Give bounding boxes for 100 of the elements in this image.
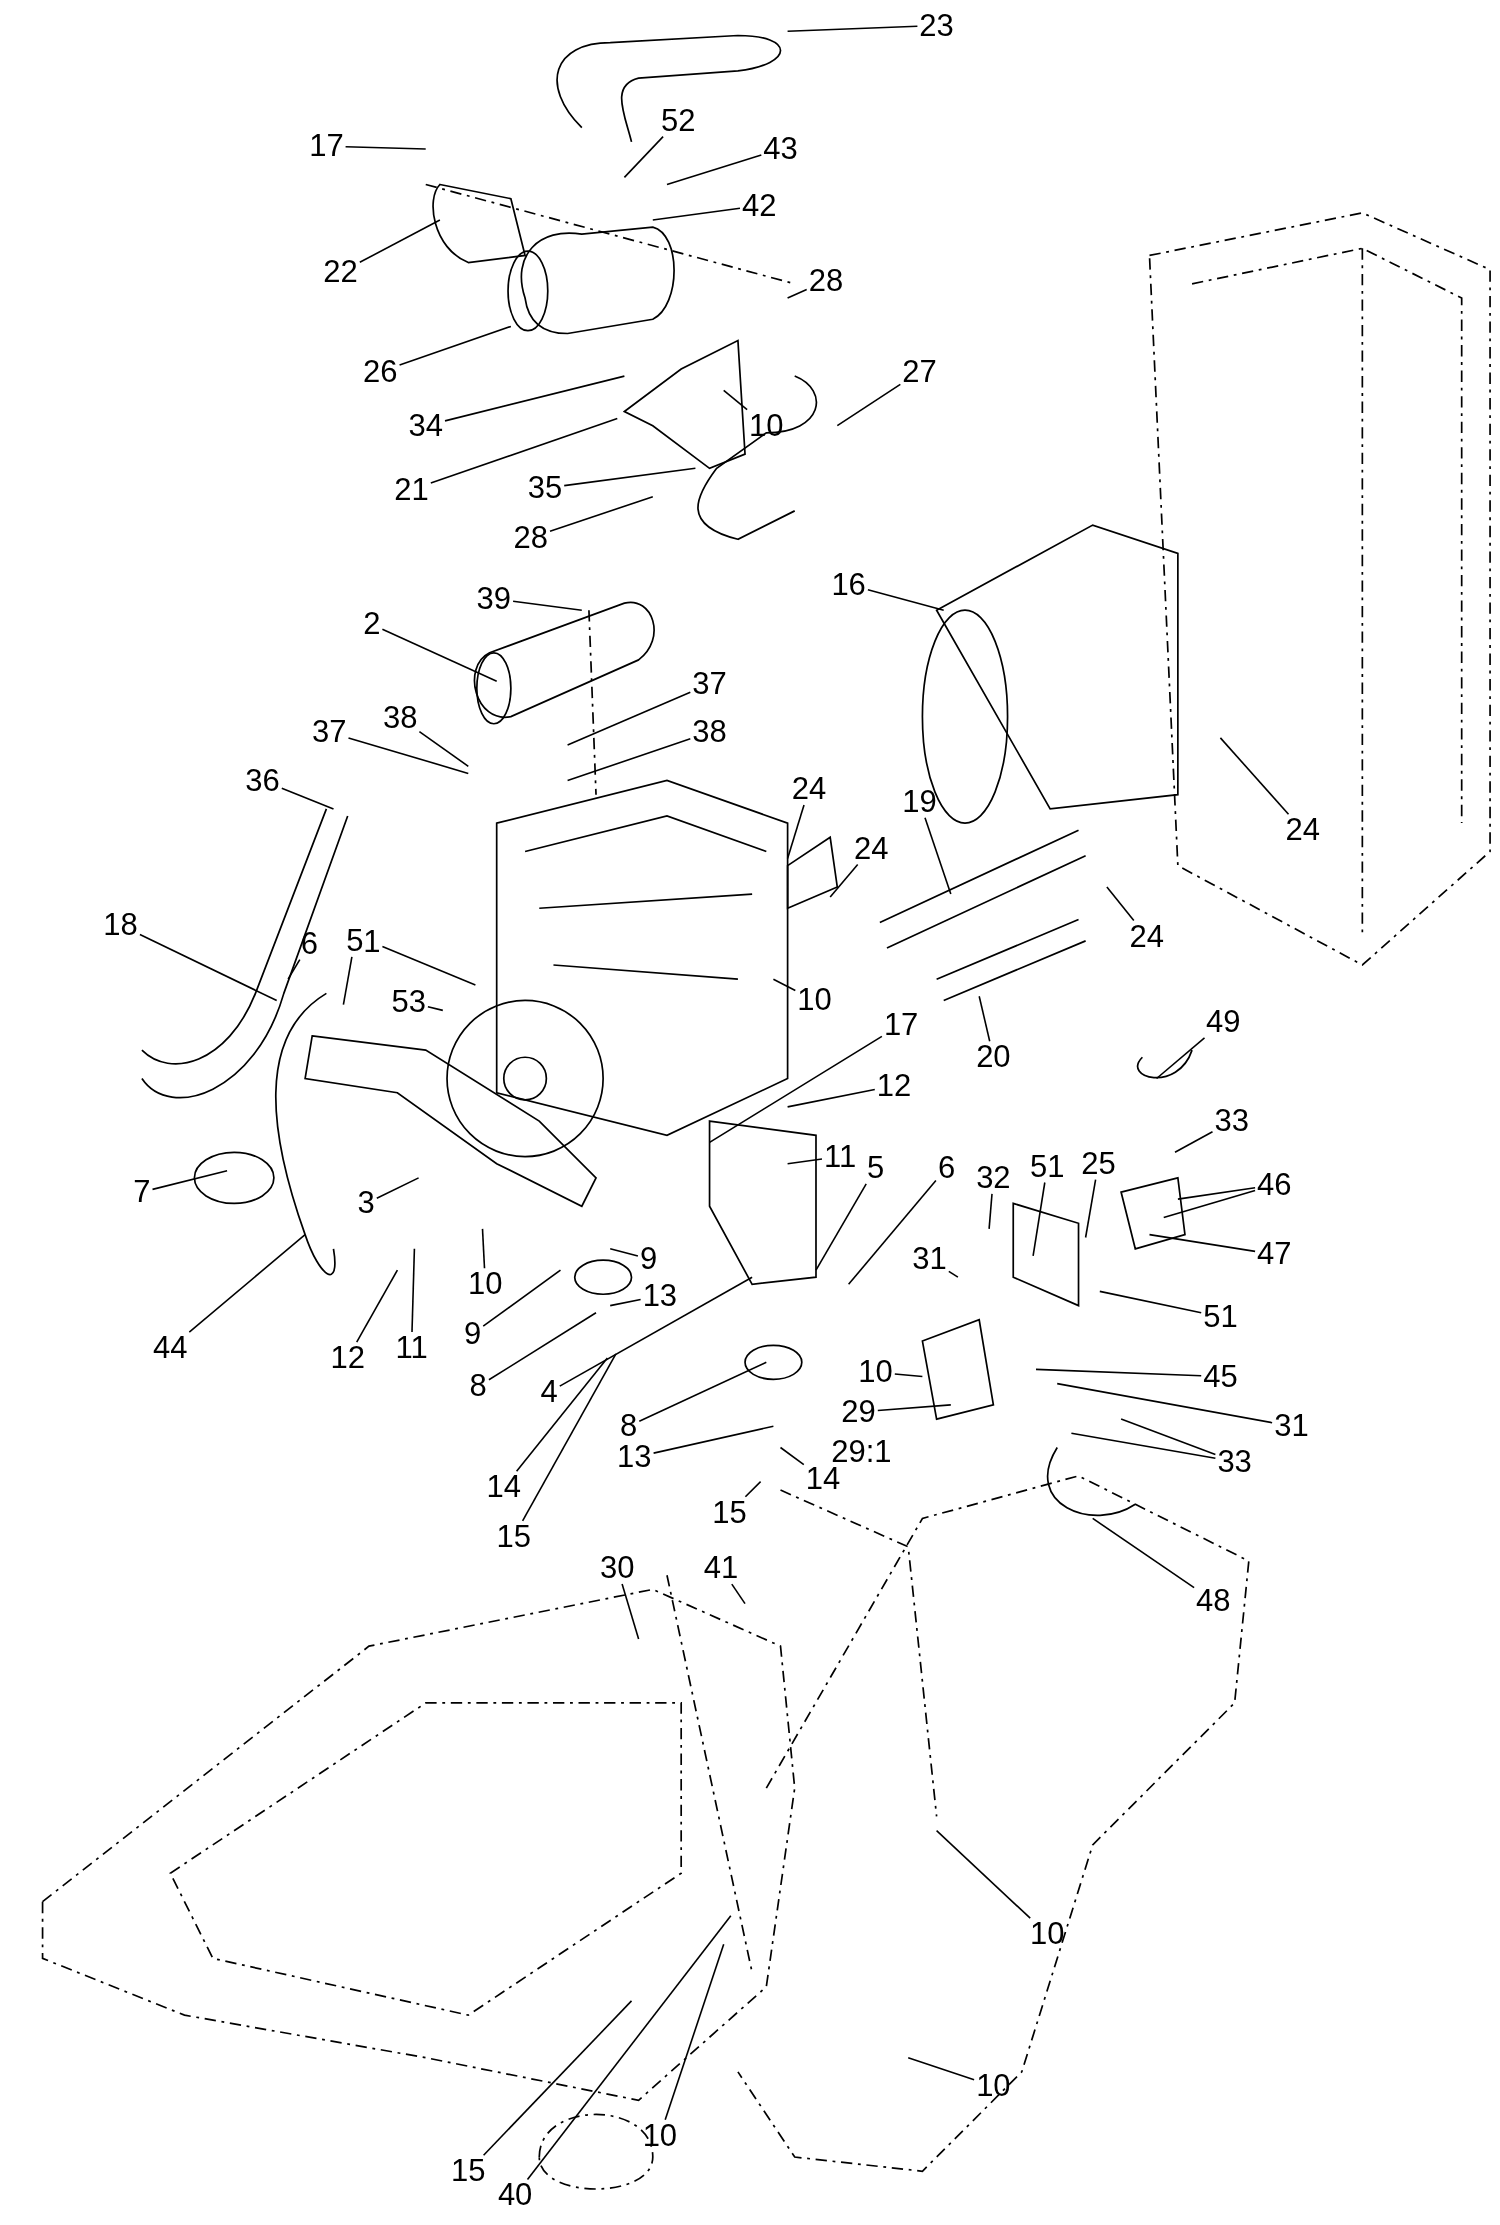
callout-number: 6 [935, 1151, 958, 1184]
callout-number: 36 [243, 764, 282, 797]
leader-line [1155, 1037, 1206, 1080]
callout-number: 21 [392, 473, 431, 506]
leader-line [877, 1404, 952, 1412]
callout-number: 40 [495, 2179, 535, 2212]
leader-line [652, 207, 741, 221]
callout-number: 15 [710, 1496, 749, 1529]
callout-number: 17 [881, 1008, 921, 1041]
callout-number: 44 [151, 1332, 190, 1365]
leader-line [549, 495, 654, 533]
callout-number: 38 [690, 716, 729, 749]
callout-number: 6 [298, 927, 320, 960]
leader-line [355, 1269, 399, 1343]
leader-line [978, 995, 991, 1042]
callout-number: 31 [910, 1242, 949, 1275]
leader-line [347, 737, 470, 775]
callout-number: 5 [864, 1151, 887, 1184]
leader-line [786, 1158, 823, 1165]
leader-line [638, 1361, 768, 1423]
leader-line [287, 958, 301, 980]
callout-number: 49 [1204, 1005, 1243, 1038]
callout-number: 24 [789, 773, 829, 805]
leader-line [722, 389, 748, 411]
leader-line [786, 1088, 876, 1108]
leader-line [1070, 1432, 1217, 1460]
callout-number: 10 [1028, 1918, 1067, 1951]
callout-number: 14 [484, 1471, 523, 1504]
leader-line [1148, 1233, 1256, 1253]
leader-line [566, 738, 692, 782]
callout-number: 35 [525, 472, 565, 505]
callout-number: 37 [310, 716, 349, 749]
leader-line [359, 219, 441, 264]
callout-number: 33 [1215, 1445, 1254, 1478]
callout-number: 11 [393, 1332, 430, 1365]
leader-line [1106, 886, 1135, 922]
leader-line [521, 1353, 617, 1522]
leader-line [988, 1193, 993, 1230]
callout-number: 15 [494, 1520, 533, 1553]
leader-line [1084, 1178, 1097, 1239]
leader-line [664, 1943, 725, 2121]
leader-line [344, 145, 427, 150]
leader-line [418, 730, 470, 768]
leader-line [1219, 737, 1290, 815]
callout-number: 8 [467, 1370, 489, 1403]
callout-number: 16 [829, 568, 868, 601]
leader-line [609, 1248, 639, 1257]
callout-number: 22 [321, 256, 360, 289]
leader-line [188, 1233, 306, 1333]
callout-number: 41 [701, 1552, 741, 1585]
leader-line [430, 417, 619, 484]
callout-number: 38 [380, 702, 420, 735]
callout-number: 13 [640, 1279, 680, 1312]
leader-line [526, 1915, 732, 2181]
callout-number: 46 [1255, 1168, 1294, 1201]
callout-number: 53 [389, 985, 428, 1018]
leader-line [482, 1269, 562, 1327]
callout-number: 28 [806, 264, 846, 297]
callout-number: 15 [449, 2155, 488, 2188]
leader-line [772, 978, 797, 992]
callout-number: 37 [690, 668, 729, 700]
leader-line [139, 933, 278, 1002]
leader-line [1162, 1189, 1256, 1219]
leader-line [924, 817, 952, 895]
callout-number: 32 [974, 1161, 1013, 1194]
leader-line [786, 288, 808, 299]
callout-number: 7 [131, 1176, 153, 1209]
leader-line [623, 135, 664, 179]
callout-number: 9 [461, 1317, 484, 1350]
leader-line [381, 628, 498, 682]
leader-line [815, 1183, 867, 1271]
callout-number: 10 [795, 984, 834, 1017]
leader-line [652, 1425, 775, 1454]
leader-line [376, 1177, 420, 1199]
callout-number: 29 [839, 1396, 878, 1428]
callout-number: 42 [740, 189, 779, 222]
callout-number: 24 [852, 832, 891, 865]
leader-line [829, 863, 859, 898]
callout-number: 18 [101, 909, 140, 942]
leader-line [744, 1480, 762, 1498]
leader-line [515, 1357, 609, 1472]
leader-line [907, 2056, 975, 2081]
leader-line [1120, 1418, 1217, 1456]
callout-number: 43 [761, 133, 800, 165]
callout-number: 31 [1272, 1410, 1311, 1443]
leader-line [786, 25, 919, 32]
callout-number: 25 [1079, 1147, 1118, 1180]
callout-number: 13 [615, 1441, 654, 1474]
callout-number: 48 [1194, 1584, 1233, 1617]
callout-number: 19 [900, 785, 939, 818]
leader-line [281, 787, 335, 810]
leader-line [398, 325, 512, 366]
leader-line [482, 2000, 633, 2156]
leader-line [731, 1583, 746, 1605]
callout-number: 12 [328, 1342, 367, 1375]
leader-line [935, 1829, 1031, 1919]
callout-number: 8 [618, 1410, 640, 1443]
callout-number: 52 [659, 104, 698, 137]
leader-line [381, 945, 477, 986]
callout-number: 11 [822, 1140, 859, 1173]
